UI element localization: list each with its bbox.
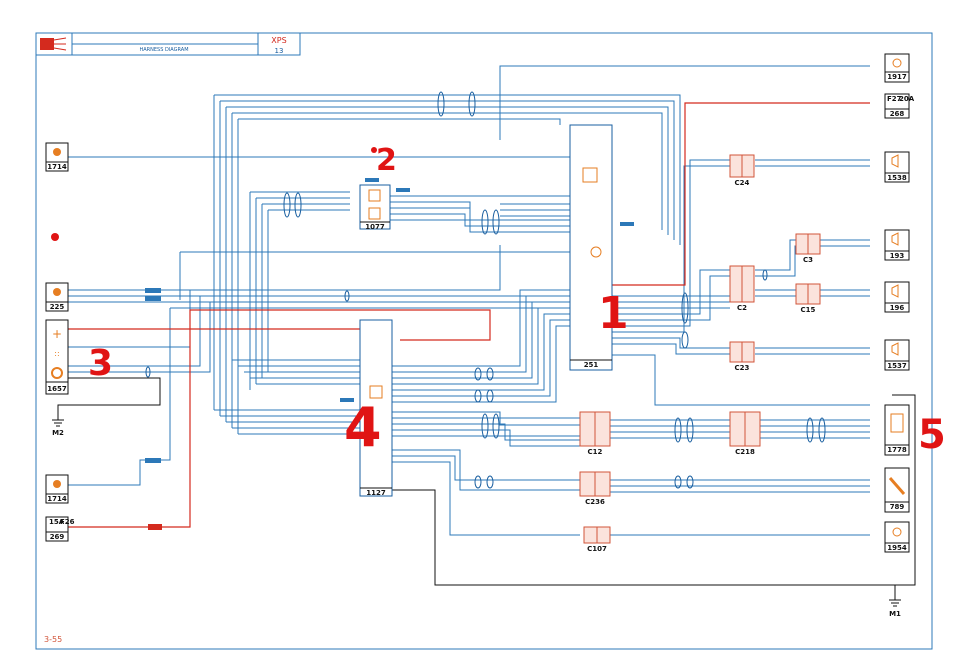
svg-text:+: +	[52, 327, 62, 341]
component-268-fuse: F27 20A 268	[884, 93, 915, 119]
svg-text:C218: C218	[735, 448, 755, 456]
svg-text:1917: 1917	[887, 73, 907, 81]
annotation-3: 3	[88, 343, 113, 384]
page-border	[35, 32, 933, 650]
svg-text:1127: 1127	[366, 489, 386, 497]
ground-wires	[57, 377, 916, 600]
annotation-dot	[51, 233, 59, 241]
svg-text:15A: 15A	[49, 518, 65, 526]
svg-text:789: 789	[890, 503, 905, 511]
connector-c2: C2	[729, 265, 755, 312]
bundle-ties	[145, 91, 826, 489]
svg-text:1778: 1778	[887, 446, 907, 454]
svg-text:C107: C107	[587, 545, 607, 553]
svg-text:268: 268	[890, 110, 905, 118]
page-reference: 3-55	[44, 635, 62, 644]
connector-c12: C12	[579, 411, 611, 456]
component-1917: 1917	[884, 53, 910, 83]
svg-text:196: 196	[890, 304, 905, 312]
connector-c23: C23	[729, 341, 755, 372]
svg-text:C236: C236	[585, 498, 605, 506]
svg-text:1954: 1954	[887, 544, 907, 552]
component-1714-lower: 1714	[45, 474, 69, 504]
component-1127: 1127	[359, 319, 393, 497]
doc-code: XPS	[271, 36, 286, 45]
svg-text:M1: M1	[889, 610, 901, 618]
svg-text:1537: 1537	[887, 362, 907, 370]
title-block: HARNESS DIAGRAM XPS 13	[35, 32, 301, 56]
svg-text:C12: C12	[588, 448, 603, 456]
svg-text:C2: C2	[737, 304, 747, 312]
svg-text:251: 251	[584, 361, 599, 369]
svg-text:C23: C23	[735, 364, 750, 372]
component-251: 251	[569, 124, 613, 371]
title-heading: HARNESS DIAGRAM	[139, 47, 188, 53]
svg-text:F27: F27	[887, 95, 902, 103]
component-1538: 1538	[884, 151, 910, 183]
connector-c218: C218	[729, 411, 761, 456]
svg-text:193: 193	[890, 252, 905, 260]
component-1778: 1778	[884, 404, 910, 456]
svg-text:1077: 1077	[365, 223, 385, 231]
svg-text:269: 269	[50, 533, 65, 541]
connector-c3: C3	[795, 233, 821, 264]
annotation-1: 1	[598, 288, 629, 339]
annotation-5: 5	[918, 412, 946, 458]
component-269-fuse: 15A F26 269	[45, 516, 75, 542]
connector-c107: C107	[583, 526, 611, 553]
svg-text:20A: 20A	[899, 95, 915, 103]
connector-c236: C236	[579, 471, 611, 506]
page-number: 13	[275, 47, 284, 55]
component-1537: 1537	[884, 339, 910, 371]
component-1077: 1077	[359, 184, 391, 231]
component-789: 789	[884, 467, 910, 513]
logo-icon	[40, 37, 67, 51]
component-1657: + :: 1657	[45, 319, 69, 395]
handwritten-annotations: 1 2 3 4 5	[51, 143, 946, 459]
svg-text:::: ::	[54, 349, 59, 358]
component-193: 193	[884, 229, 910, 261]
component-196: 196	[884, 281, 910, 313]
ground-m1-icon: M1	[889, 599, 901, 618]
ground-m2-icon: M2	[52, 419, 64, 437]
svg-text:1657: 1657	[47, 385, 67, 393]
svg-text:225: 225	[50, 303, 65, 311]
svg-text:F26: F26	[60, 518, 75, 526]
component-225: 225	[45, 282, 69, 312]
annotation-2: 2	[376, 143, 397, 178]
svg-text:M2: M2	[52, 429, 64, 437]
svg-text:1714: 1714	[47, 495, 67, 503]
component-1954: 1954	[884, 521, 910, 553]
annotation-dot	[371, 147, 377, 153]
svg-text:1538: 1538	[887, 174, 907, 182]
svg-text:C3: C3	[803, 256, 813, 264]
component-1714: 1714	[45, 142, 69, 172]
svg-text:1714: 1714	[47, 163, 67, 171]
svg-text:C15: C15	[801, 306, 816, 314]
connector-c24: C24	[729, 154, 755, 187]
connector-c15: C15	[795, 283, 821, 314]
power-wires	[68, 102, 870, 530]
svg-text:C24: C24	[735, 179, 750, 187]
annotation-4: 4	[344, 396, 382, 459]
